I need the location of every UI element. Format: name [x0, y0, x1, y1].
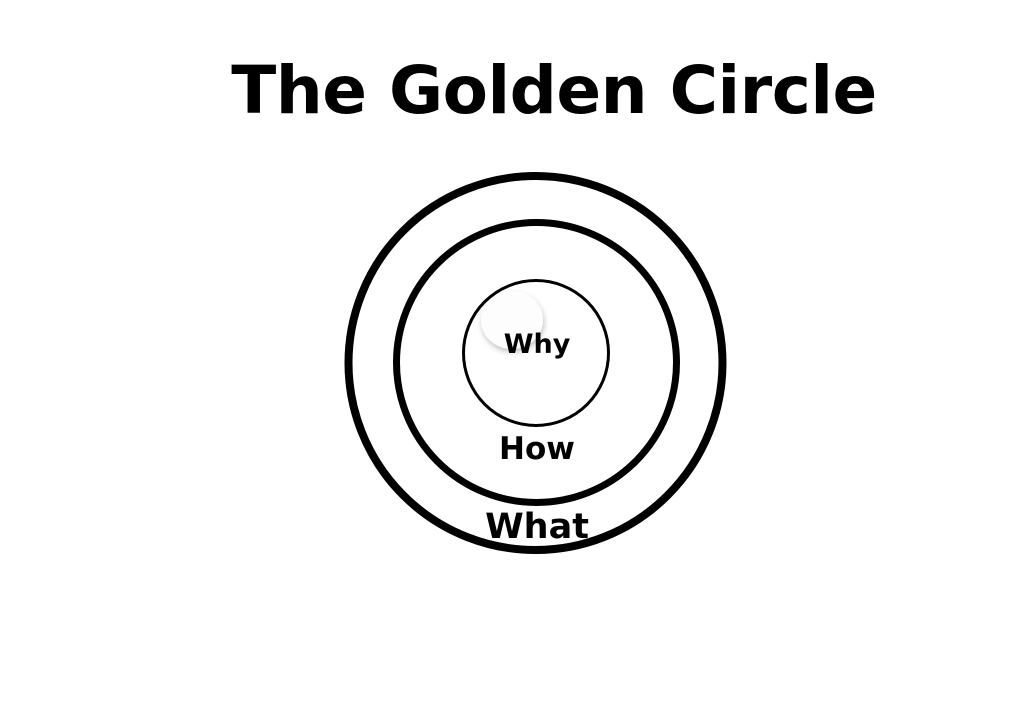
outer-circle-what — [344, 172, 727, 554]
page-title: The Golden Circle — [231, 52, 877, 129]
inner-circle-why — [462, 279, 610, 427]
label-how: How — [499, 431, 575, 467]
highlight-blob — [481, 291, 543, 349]
label-why: Why — [503, 329, 571, 360]
middle-circle-how — [393, 219, 680, 506]
label-what: What — [485, 507, 589, 547]
